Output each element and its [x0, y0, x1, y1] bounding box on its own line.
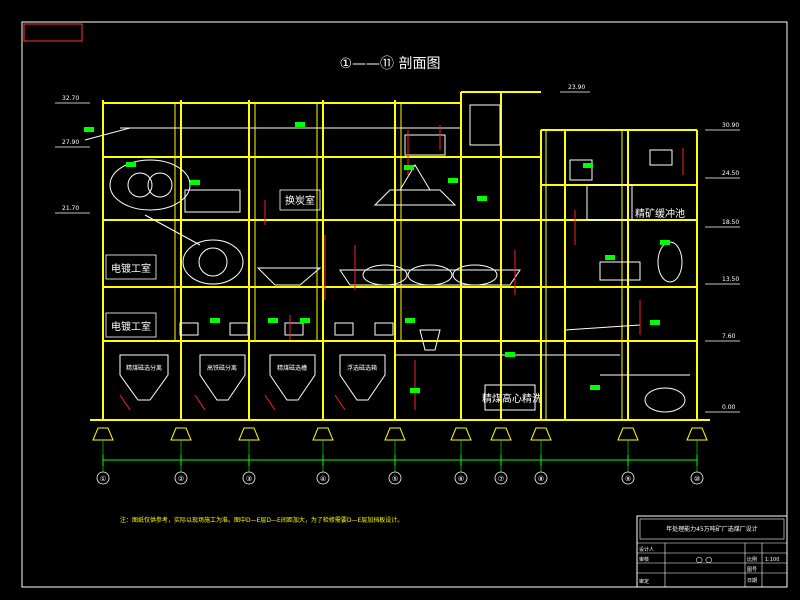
room-kiln: 换炭室	[285, 194, 315, 207]
elevation-right-4: 18.50	[722, 219, 739, 226]
axis-circle	[690, 471, 704, 485]
corner-stamp	[23, 23, 83, 42]
title-block-date-label: 日期	[747, 578, 757, 584]
axis-label: ⑩	[694, 475, 700, 483]
axis-circle	[316, 471, 330, 485]
axis-circle	[242, 471, 256, 485]
equipment	[84, 104, 690, 413]
axis-label: ⑤	[392, 475, 398, 483]
title-block-scale-label: 比例	[747, 556, 757, 563]
room-centrifuge: 精煤高心精洗	[482, 392, 542, 405]
foundations	[92, 427, 708, 441]
title-block-marks: ○ ○	[696, 555, 713, 564]
axis-circle	[174, 471, 188, 485]
axis-label: ④	[320, 475, 326, 483]
feeder-top	[404, 134, 446, 156]
room-electrolysis-lower: 电镀工室	[111, 320, 151, 333]
centrifuge-box	[484, 384, 536, 411]
drawing-frame	[21, 21, 788, 588]
horizontal-tank	[644, 387, 686, 413]
drawing-note: 注：图纸仅供参考，实际以现场施工为准。图中D—E层D—E间距加大，为了检修需要D…	[120, 516, 403, 524]
flotation-cells	[339, 269, 521, 286]
title-block-row-2: 审核	[639, 556, 649, 563]
concentrate-buffer	[586, 184, 633, 221]
title-block-row-1: 设计人	[639, 546, 654, 553]
axis-circle	[621, 471, 635, 485]
axis-label: ③	[246, 475, 252, 483]
tank-label-3: 精煤磁选槽	[277, 364, 307, 372]
axis-circle	[454, 471, 468, 485]
elevation-left-2: 27.90	[62, 139, 79, 146]
trough-mid	[256, 267, 322, 286]
vertical-tank	[657, 241, 683, 283]
electro-room-upper-box	[105, 254, 157, 280]
title-block-sheet-label: 图号	[747, 567, 757, 573]
elevation-right-6: 7.60	[722, 333, 736, 340]
tank-4	[339, 354, 386, 401]
drum-filter-upper	[109, 159, 191, 211]
title-block-row-3: 审定	[639, 578, 649, 585]
screen-upper	[184, 189, 241, 213]
axis-circle	[388, 471, 402, 485]
axis-label: ⑥	[458, 475, 464, 483]
title-block: 年处理能力45万吨矿厂选煤厂设计 设计人 审核 审定 ○ ○ 比例 1:100 …	[636, 515, 788, 588]
axis-circle	[494, 471, 508, 485]
elevation-labels-right: 23.90 30.90 24.50 18.50 13.50 7.60 0.00	[560, 84, 740, 413]
tank-1	[119, 354, 169, 401]
axis-label: ②	[178, 475, 184, 483]
kiln-room-box	[279, 189, 321, 211]
classifier-top	[373, 189, 457, 206]
tank-label-2: 高铁磁分离	[207, 364, 237, 372]
elevation-left-3: 21.70	[62, 205, 79, 212]
tank-label-1: 精煤磁选分离	[126, 364, 162, 372]
cyclone	[419, 329, 441, 351]
elevation-right-2: 30.90	[722, 122, 739, 129]
axis-label: ⑦	[498, 475, 504, 483]
structure-frame	[90, 91, 710, 421]
title-block-scale-value: 1:100	[765, 557, 779, 563]
elevation-labels-left: 32.70 27.90 21.70	[55, 95, 90, 214]
axis-label: ⑨	[625, 475, 631, 483]
drawing-title: ①——⑪ 剖面图	[339, 56, 440, 72]
axis-circle	[96, 471, 110, 485]
tank-3	[269, 354, 316, 401]
tank-label-4: 浮选磁选箱	[347, 364, 377, 372]
room-electrolysis-upper: 电镀工室	[111, 262, 151, 275]
pipelines	[119, 125, 684, 411]
axis-circle	[534, 471, 548, 485]
tank-2	[199, 354, 246, 401]
electro-room-lower-box	[105, 312, 157, 338]
axis-markers: ① ② ③ ④ ⑤ ⑥ ⑦ ⑧ ⑨ ⑩	[96, 440, 704, 485]
elevation-right-3: 24.50	[722, 170, 739, 177]
axis-label: ⑧	[538, 475, 544, 483]
elevation-left-1: 32.70	[62, 95, 79, 102]
elevation-right-1: 23.90	[568, 84, 585, 91]
elevation-right-7: 0.00	[722, 404, 736, 411]
equipment-tags	[84, 122, 670, 393]
drum-filter-mid	[182, 239, 244, 285]
elevation-right-5: 13.50	[722, 276, 739, 283]
room-concentrate: 精矿缓冲池	[635, 207, 685, 220]
dimension-line	[102, 455, 698, 466]
title-block-project: 年处理能力45万吨矿厂选煤厂设计	[666, 525, 758, 533]
filter-press	[599, 261, 641, 281]
axis-label: ①	[100, 475, 106, 483]
